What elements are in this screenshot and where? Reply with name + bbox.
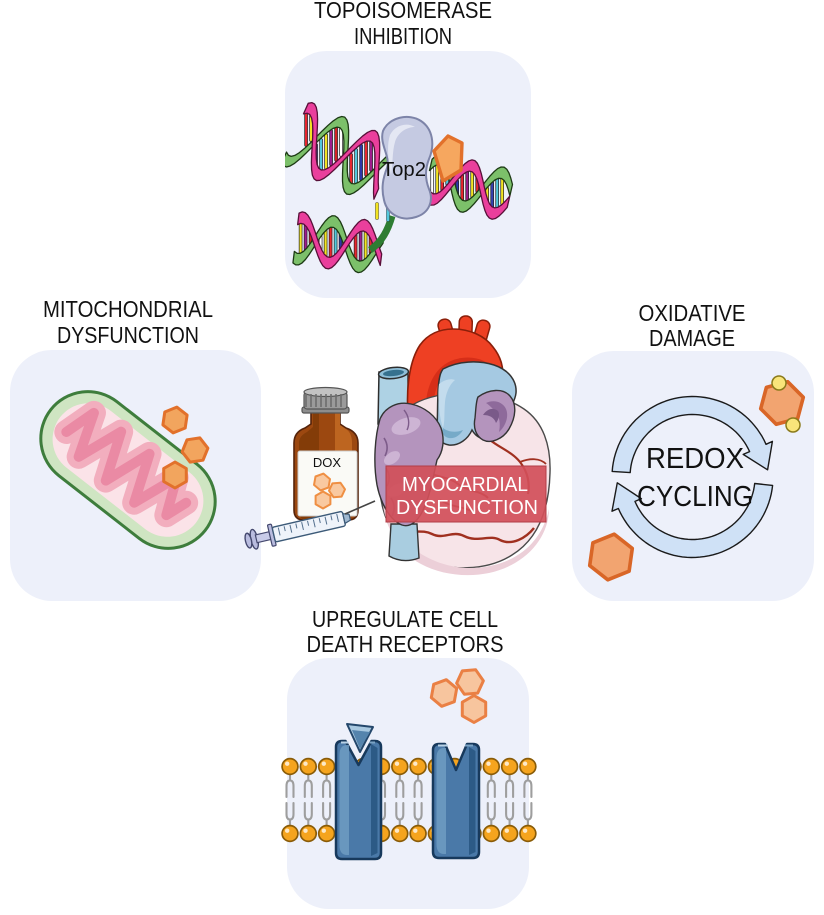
svg-text:MYOCARDIAL: MYOCARDIAL — [402, 473, 528, 496]
svg-text:REDOX: REDOX — [646, 443, 744, 475]
svg-text:INHIBITION: INHIBITION — [354, 23, 452, 49]
svg-text:OXIDATIVE: OXIDATIVE — [639, 300, 746, 326]
svg-text:DEATH RECEPTORS: DEATH RECEPTORS — [307, 631, 504, 657]
svg-text:UPREGULATE CELL: UPREGULATE CELL — [312, 606, 498, 632]
svg-text:MITOCHONDRIAL: MITOCHONDRIAL — [43, 296, 213, 322]
svg-text:Top2: Top2 — [382, 159, 426, 181]
svg-text:TOPOISOMERASE: TOPOISOMERASE — [314, 0, 492, 23]
svg-text:DYSFUNCTION: DYSFUNCTION — [396, 496, 538, 519]
svg-text:DAMAGE: DAMAGE — [649, 325, 735, 351]
svg-text:CYCLING: CYCLING — [637, 481, 753, 513]
svg-text:DOX: DOX — [313, 455, 342, 470]
svg-text:DYSFUNCTION: DYSFUNCTION — [57, 322, 199, 348]
